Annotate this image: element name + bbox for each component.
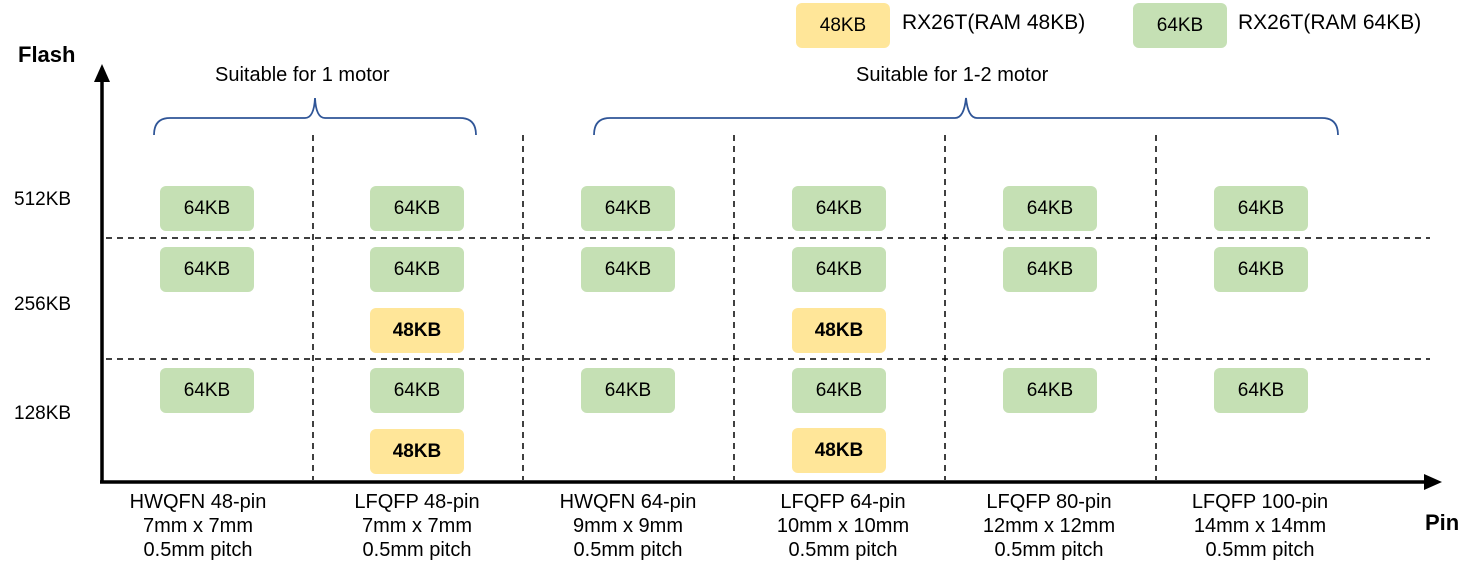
package-pitch: 0.5mm pitch [573, 539, 683, 561]
cell-badge: 48KB [792, 428, 886, 473]
package-name: HWQFN 64-pin [559, 491, 697, 513]
package-pitch: 0.5mm pitch [143, 539, 253, 561]
cell-badge: 64KB [160, 368, 254, 413]
group-brace-1 [153, 97, 477, 136]
group-brace-2 [593, 97, 1339, 136]
package-label: HWQFN 64-pin 9mm x 9mm 0.5mm pitch [528, 490, 728, 562]
cell-badge: 64KB [1003, 368, 1097, 413]
package-size: 7mm x 7mm [143, 515, 253, 537]
package-pitch: 0.5mm pitch [362, 539, 472, 561]
package-name: LFQFP 48-pin [354, 491, 480, 513]
package-label: LFQFP 100-pin 14mm x 14mm 0.5mm pitch [1160, 490, 1360, 562]
legend-label-48kb: RX26T(RAM 48KB) [902, 11, 1086, 34]
cell-badge: 64KB [581, 186, 675, 231]
cell-badge: 48KB [792, 308, 886, 353]
x-axis-arrow [1424, 474, 1442, 490]
group-label-1-motor: Suitable for 1 motor [215, 64, 390, 86]
legend-badge-48kb: 48KB [796, 3, 890, 48]
package-name: LFQFP 100-pin [1191, 491, 1329, 513]
package-name: LFQFP 64-pin [780, 491, 906, 513]
package-pitch: 0.5mm pitch [788, 539, 898, 561]
package-label: HWQFN 48-pin 7mm x 7mm 0.5mm pitch [98, 490, 298, 562]
cell-badge: 64KB [581, 368, 675, 413]
cell-badge: 64KB [160, 186, 254, 231]
x-axis-title: Pin [1425, 510, 1460, 535]
cell-badge: 48KB [370, 429, 464, 474]
y-axis-title: Flash [18, 42, 76, 67]
cell-badge: 64KB [1214, 247, 1308, 292]
cell-badge: 64KB [370, 247, 464, 292]
package-name: HWQFN 48-pin [129, 491, 267, 513]
flash-label-128kb: 128KB [14, 403, 72, 424]
package-pitch: 0.5mm pitch [994, 539, 1104, 561]
package-size: 14mm x 14mm [1193, 515, 1327, 537]
legend-badge-64kb: 64KB [1133, 3, 1227, 48]
package-name: LFQFP 80-pin [986, 491, 1112, 513]
y-axis-arrow [94, 64, 110, 82]
package-size: 7mm x 7mm [362, 515, 472, 537]
package-size: 12mm x 12mm [982, 515, 1116, 537]
package-size: 9mm x 9mm [573, 515, 683, 537]
cell-badge: 64KB [370, 186, 464, 231]
package-label: LFQFP 48-pin 7mm x 7mm 0.5mm pitch [317, 490, 517, 562]
package-pitch: 0.5mm pitch [1205, 539, 1315, 561]
cell-badge: 64KB [581, 247, 675, 292]
cell-badge: 64KB [1003, 186, 1097, 231]
cell-badge: 64KB [792, 186, 886, 231]
cell-badge: 64KB [370, 368, 464, 413]
flash-label-512kb: 512KB [14, 189, 72, 210]
flash-label-256kb: 256KB [14, 294, 72, 315]
cell-badge: 64KB [1214, 186, 1308, 231]
legend-label-64kb: RX26T(RAM 64KB) [1238, 11, 1422, 34]
package-label: LFQFP 64-pin 10mm x 10mm 0.5mm pitch [743, 490, 943, 562]
cell-badge: 48KB [370, 308, 464, 353]
package-size: 10mm x 10mm [776, 515, 910, 537]
cell-badge: 64KB [1003, 247, 1097, 292]
group-label-1-2-motor: Suitable for 1-2 motor [856, 64, 1049, 86]
cell-badge: 64KB [1214, 368, 1308, 413]
package-label: LFQFP 80-pin 12mm x 12mm 0.5mm pitch [949, 490, 1149, 562]
cell-badge: 64KB [792, 368, 886, 413]
cell-badge: 64KB [792, 247, 886, 292]
cell-badge: 64KB [160, 247, 254, 292]
